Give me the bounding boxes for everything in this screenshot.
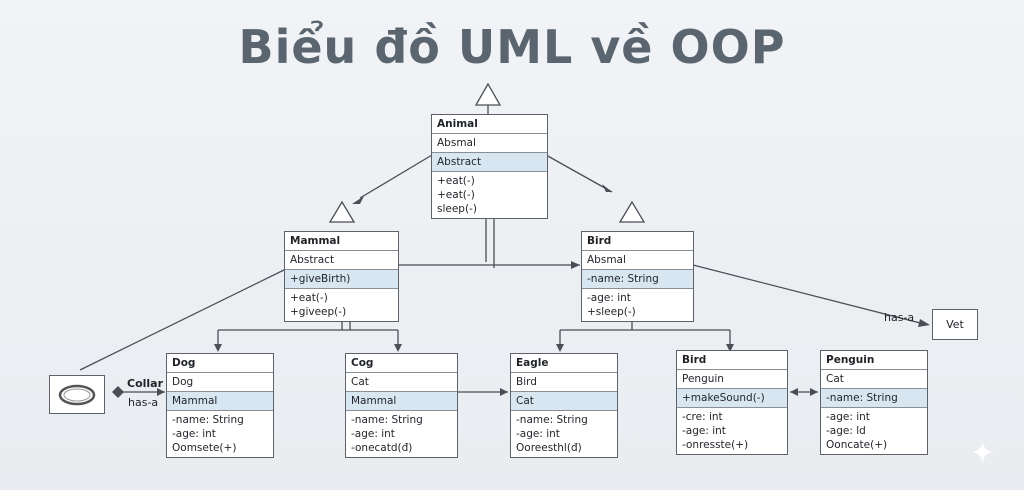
sparkle-icon: ✦ [970, 436, 996, 471]
class-member: sleep(-) [437, 203, 477, 215]
class-name: Eagle [511, 354, 617, 373]
has-a-label-left: has-a [128, 396, 159, 409]
class-member: -name: String [351, 414, 423, 426]
class-member: +eat(-) [290, 292, 328, 304]
class-row: Cat [511, 392, 617, 411]
class-row: Penguin [677, 370, 787, 389]
triangle-bird [618, 200, 646, 223]
class-member: -age: int [587, 292, 631, 304]
class-member: -name: String [172, 414, 244, 426]
class-name: Bird [677, 351, 787, 370]
class-bird-bottom: Bird Penguin +makeSound(-) -cre: int -ag… [676, 350, 788, 455]
class-row: +giveBirth) [285, 270, 398, 289]
class-vet: Vet [932, 309, 978, 340]
collar-label: Collar [127, 377, 164, 390]
collar-box [49, 375, 105, 414]
triangle-mammal [328, 200, 356, 223]
class-name: Mammal [285, 232, 398, 251]
class-member: +giveep(-) [290, 306, 347, 318]
class-member: -age: int [516, 428, 560, 440]
class-penguin: Penguin Cat -name: String -age: int -age… [820, 350, 928, 455]
class-name: Bird [582, 232, 693, 251]
diagram-title: Biểu đồ UML về OOP [238, 20, 786, 74]
class-row: Absmal [582, 251, 693, 270]
class-member: Ooreesthl(đ) [516, 442, 582, 454]
class-row: Dog [167, 373, 273, 392]
class-row: Absmal [432, 134, 547, 153]
class-row: Cat [346, 373, 457, 392]
triangle-animal [474, 82, 502, 106]
class-mammal: Mammal Abstract +giveBirth) +eat(-) +giv… [284, 231, 399, 322]
class-row: -name: String [582, 270, 693, 289]
class-name: Cog [346, 354, 457, 373]
class-dog: Dog Dog Mammal -name: String -age: int O… [166, 353, 274, 458]
class-eagle: Eagle Bird Cat -name: String -age: int O… [510, 353, 618, 458]
class-row: +makeSound(-) [677, 389, 787, 408]
has-a-label-right: has-a [884, 311, 915, 324]
class-row: Abstract [432, 153, 547, 172]
class-row: Abstract [285, 251, 398, 270]
vet-label: Vet [946, 318, 964, 331]
class-name: Animal [432, 115, 547, 134]
class-row: Bird [511, 373, 617, 392]
class-animal: Animal Absmal Abstract +eat(-) +eat(-) s… [431, 114, 548, 219]
class-member: Oomsete(+) [172, 442, 237, 454]
class-member: -cre: int [682, 411, 723, 423]
composition-diamond [112, 386, 124, 398]
class-row: Mammal [167, 392, 273, 411]
class-member: -age: int [826, 411, 870, 423]
class-member: -onresste(+) [682, 439, 749, 451]
class-member: -age: int [682, 425, 726, 437]
class-member: +sleep(-) [587, 306, 636, 318]
class-member: -age: int [351, 428, 395, 440]
class-name: Penguin [821, 351, 927, 370]
class-member: +eat(-) [437, 189, 475, 201]
class-member: Ooncate(+) [826, 439, 888, 451]
class-member: -age: int [172, 428, 216, 440]
class-row: Cat [821, 370, 927, 389]
class-cog: Cog Cat Mammal -name: String -age: int -… [345, 353, 458, 458]
class-member: -age: ld [826, 425, 866, 437]
class-member: +eat(-) [437, 175, 475, 187]
class-member: -onecatd(đ) [351, 442, 413, 454]
class-bird-top: Bird Absmal -name: String -age: int +sle… [581, 231, 694, 322]
class-member: -name: String [516, 414, 588, 426]
class-row: Mammal [346, 392, 457, 411]
class-name: Dog [167, 354, 273, 373]
class-row: -name: String [821, 389, 927, 408]
collar-icon [58, 384, 96, 405]
